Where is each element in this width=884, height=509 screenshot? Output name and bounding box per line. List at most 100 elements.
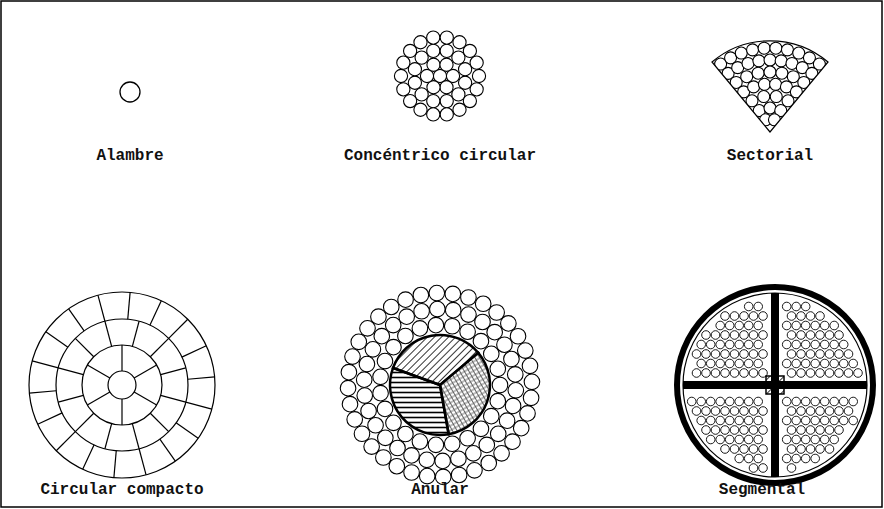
strand bbox=[811, 359, 820, 368]
strand bbox=[764, 66, 776, 78]
strand bbox=[730, 350, 739, 359]
figure-caption: Sectorial bbox=[727, 146, 813, 166]
strand bbox=[697, 416, 706, 425]
strand bbox=[801, 397, 810, 406]
strand bbox=[427, 58, 440, 71]
strand bbox=[730, 331, 739, 340]
strand bbox=[787, 350, 796, 359]
segment-line bbox=[176, 423, 198, 438]
strand bbox=[342, 396, 358, 412]
segment-line bbox=[32, 361, 58, 368]
segment-line bbox=[87, 392, 110, 405]
segmental-figure bbox=[677, 287, 873, 483]
strand bbox=[361, 403, 377, 419]
strand bbox=[459, 76, 472, 89]
strand bbox=[377, 353, 393, 369]
strand bbox=[811, 321, 820, 330]
strand bbox=[472, 69, 485, 82]
strand bbox=[735, 435, 744, 444]
strand bbox=[507, 367, 523, 383]
strand bbox=[473, 421, 489, 437]
strand bbox=[747, 44, 759, 56]
segment-line bbox=[161, 395, 186, 402]
strand bbox=[792, 321, 801, 330]
strand bbox=[524, 374, 540, 390]
strand bbox=[359, 356, 375, 372]
strand bbox=[399, 309, 415, 325]
strand bbox=[475, 296, 491, 312]
strand bbox=[499, 413, 515, 429]
strand bbox=[697, 359, 706, 368]
strand bbox=[792, 340, 801, 349]
strand bbox=[806, 369, 815, 378]
ring bbox=[56, 319, 188, 451]
strand bbox=[398, 328, 414, 344]
strand bbox=[797, 445, 806, 454]
strand bbox=[752, 67, 764, 79]
segment-line bbox=[75, 413, 93, 431]
strand bbox=[373, 369, 389, 385]
segment-line bbox=[150, 338, 168, 356]
strand bbox=[702, 407, 711, 416]
strand bbox=[427, 95, 440, 108]
strand bbox=[377, 401, 393, 417]
strand bbox=[740, 426, 749, 435]
compact-figure bbox=[29, 292, 215, 478]
strand bbox=[844, 369, 853, 378]
strand bbox=[759, 445, 768, 454]
strand bbox=[741, 71, 753, 83]
strand bbox=[782, 435, 791, 444]
strand bbox=[706, 340, 715, 349]
strand bbox=[744, 454, 753, 463]
strand bbox=[440, 81, 453, 94]
strand bbox=[735, 416, 744, 425]
strand bbox=[748, 81, 760, 93]
strand bbox=[397, 83, 410, 96]
strand bbox=[740, 445, 749, 454]
strand bbox=[356, 372, 372, 388]
strand bbox=[706, 397, 715, 406]
segment-line bbox=[186, 402, 212, 409]
segment-line bbox=[188, 377, 215, 379]
strand bbox=[492, 377, 508, 393]
segment-line bbox=[58, 368, 83, 375]
strand bbox=[825, 407, 834, 416]
strand bbox=[825, 426, 834, 435]
strand bbox=[340, 380, 356, 396]
strand bbox=[782, 416, 791, 425]
segment-line bbox=[83, 445, 94, 469]
strand bbox=[345, 349, 361, 365]
strand bbox=[730, 312, 739, 321]
strand bbox=[429, 285, 445, 301]
strand bbox=[754, 340, 763, 349]
strand bbox=[830, 359, 839, 368]
segment-line bbox=[69, 309, 84, 331]
strand bbox=[428, 317, 444, 333]
strand bbox=[839, 416, 848, 425]
strand bbox=[744, 302, 753, 311]
strand bbox=[463, 44, 476, 57]
strand bbox=[347, 412, 363, 428]
strand bbox=[522, 358, 538, 374]
strand bbox=[505, 398, 521, 414]
strand bbox=[801, 302, 810, 311]
strand bbox=[697, 397, 706, 406]
strand bbox=[490, 361, 506, 377]
strand bbox=[415, 88, 428, 101]
strand bbox=[839, 359, 848, 368]
strand bbox=[481, 455, 497, 471]
strand bbox=[782, 359, 791, 368]
strand bbox=[412, 321, 428, 337]
strand bbox=[706, 435, 715, 444]
strand bbox=[716, 397, 725, 406]
strand bbox=[820, 340, 829, 349]
strand bbox=[787, 369, 796, 378]
strand bbox=[735, 397, 744, 406]
strand bbox=[835, 369, 844, 378]
strand bbox=[740, 331, 749, 340]
strand bbox=[770, 78, 782, 90]
strand bbox=[735, 340, 744, 349]
strand bbox=[730, 426, 739, 435]
strand bbox=[820, 359, 829, 368]
segment-line bbox=[121, 399, 122, 425]
